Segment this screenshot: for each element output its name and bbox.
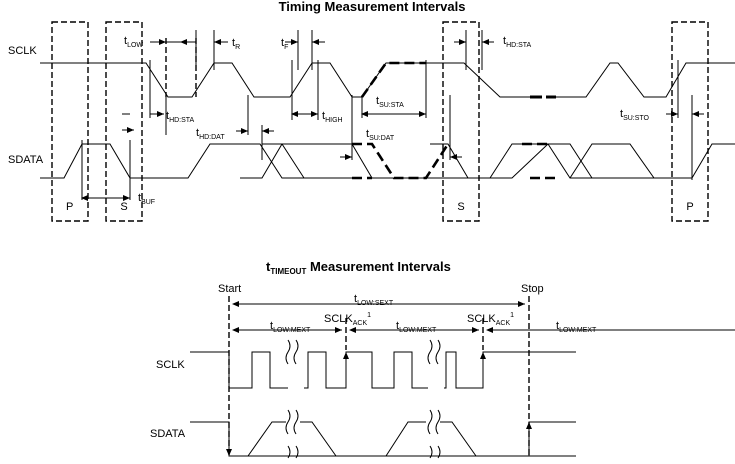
- sclk-waveform-top: [40, 38, 735, 99]
- sclk-label-top: SCLK: [8, 45, 37, 57]
- start-condition-box-left: S: [105, 21, 143, 222]
- sdata-label-bottom: SDATA: [150, 428, 186, 440]
- stop-condition-box-left: P: [51, 21, 89, 222]
- start-condition-box-right: S: [442, 21, 480, 222]
- reference-ticks: [81, 30, 693, 200]
- t-hd-dat-label: tHD:DAT: [196, 127, 225, 141]
- t-low-mext-label-1: tLOW:MEXT: [270, 320, 311, 334]
- p-label-right: P: [686, 201, 693, 213]
- t-low-sext-label: tLOW:SEXT: [354, 293, 394, 307]
- timing-arrows-top: [81, 39, 704, 201]
- t-low-label: tLOW: [124, 35, 143, 49]
- start-label: Start: [218, 283, 241, 295]
- t-f-label: tF: [281, 37, 288, 51]
- s-label-right: S: [457, 201, 464, 213]
- t-su-dat-label: tSU:DAT: [366, 128, 395, 142]
- t-buf-label: tBUF: [138, 192, 155, 206]
- sclk-ack-label-2: SCLKACK1: [467, 312, 514, 327]
- timeout-diagram-title: tTIMEOUT Measurement Intervals: [266, 259, 451, 276]
- p-label-left: P: [66, 201, 73, 213]
- t-low-mext-label-3: tLOW:MEXT: [556, 320, 597, 334]
- sclk-label-bottom: SCLK: [156, 359, 185, 371]
- sdata-label-top: SDATA: [8, 154, 44, 166]
- t-r-label: tR: [232, 37, 240, 51]
- sclk-waveform-bottom: [190, 339, 576, 389]
- t-high-label: tHIGH: [322, 110, 343, 124]
- sdata-waveform-bottom: [190, 409, 576, 459]
- s-label-left: S: [120, 201, 127, 213]
- t-su-sto-label: tSU:STO: [620, 108, 650, 122]
- stop-condition-box-right: P: [671, 21, 709, 222]
- t-hd-sta-label-right: tHD:STA: [503, 35, 532, 49]
- stop-label: Stop: [521, 283, 544, 295]
- t-low-mext-label-2: tLOW:MEXT: [396, 320, 437, 334]
- sclk-ack-label-1: SCLKACK1: [324, 312, 371, 327]
- sdata-waveform-top: [40, 142, 735, 180]
- top-diagram-title: Timing Measurement Intervals: [279, 0, 466, 14]
- t-hd-sta-label-left: tHD:STA: [166, 110, 195, 124]
- t-su-sta-label: tSU:STA: [376, 95, 404, 109]
